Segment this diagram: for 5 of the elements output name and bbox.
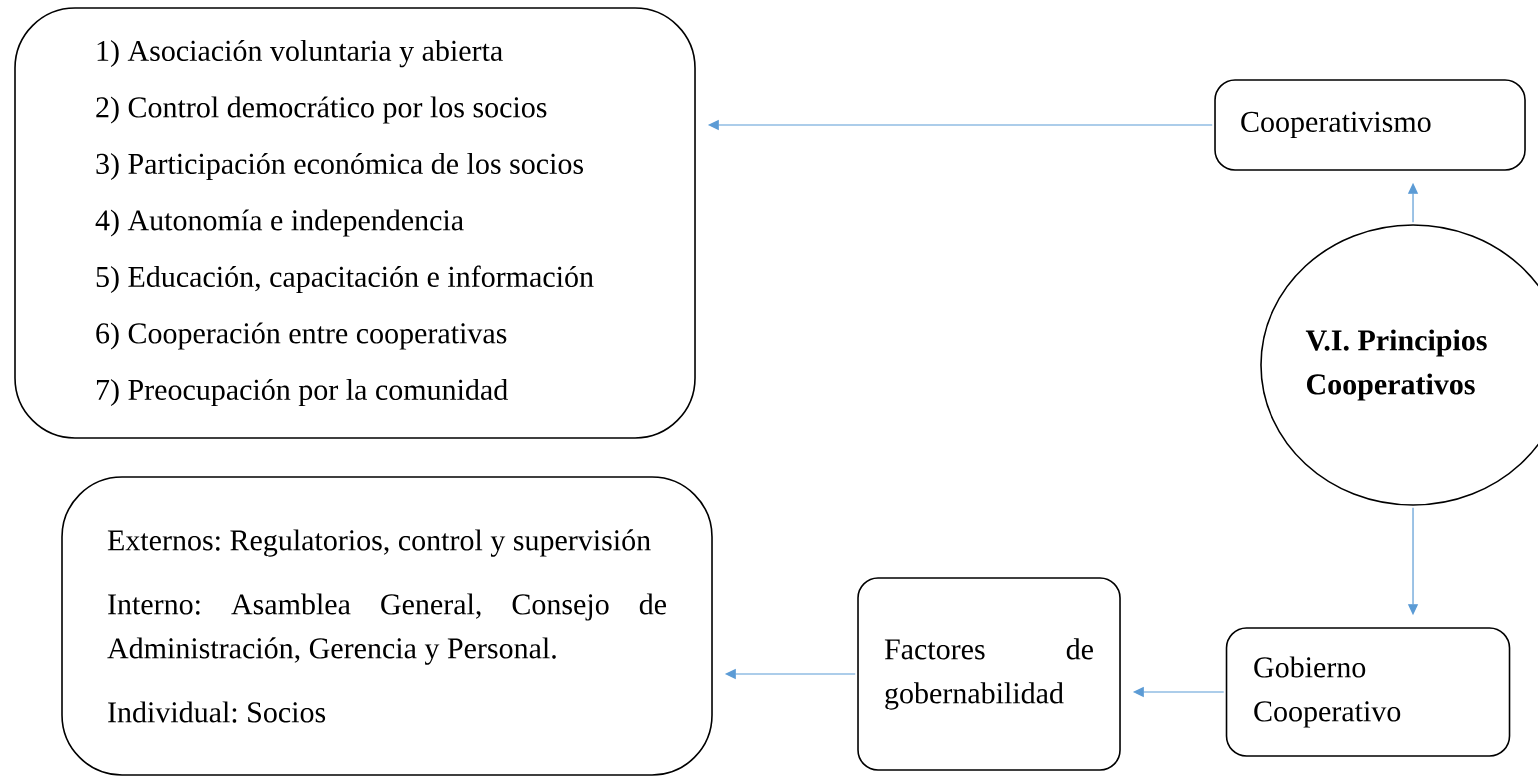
concept-box: Factores de gobernabilidad — [857, 577, 1121, 771]
principles-list-box: 1) Asociación voluntaria y abierta 2) Control democrático por los socios 3) Participación económica de los socios 4) Autonomía e independencia 5) Educación, capacitación e información 6) Cooperación entre cooperativas 7) Preocupación por la comunidad — [14, 7, 696, 439]
factors-list-box: Externos: Regulatorios, control y supervisión Interno: Asamblea General, Consejo de Administración, Gerencia y Personal. Individual: Socios — [61, 476, 713, 776]
concept-box: Cooperativismo — [1214, 79, 1526, 171]
concept-box: Gobierno Cooperativo — [1225, 627, 1511, 757]
